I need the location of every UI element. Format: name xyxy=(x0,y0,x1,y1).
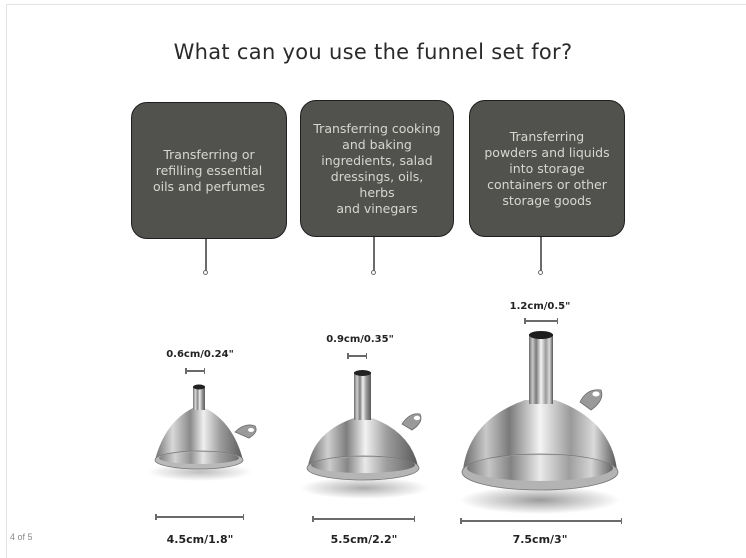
base-label-small: 4.5cm/1.8" xyxy=(166,533,234,546)
funnel-small-image xyxy=(148,384,257,481)
base-rule-large xyxy=(460,518,622,523)
spout-rule-medium xyxy=(347,353,367,358)
slide-counter: 4 of 5 xyxy=(10,532,33,542)
card-line: ingredients, salad xyxy=(321,152,433,168)
spout-rule-small xyxy=(185,368,205,373)
funnel-medium-image xyxy=(300,370,428,499)
use-card-cooking: Transferring cooking and baking ingredie… xyxy=(300,100,454,237)
card-line: Transferring or xyxy=(163,146,255,162)
card-line: containers or other xyxy=(487,176,607,192)
card-line: and vinegars xyxy=(336,200,418,216)
base-label-medium: 5.5cm/2.2" xyxy=(330,533,398,546)
connector-dot xyxy=(538,270,543,275)
card-line: oils and perfumes xyxy=(152,178,266,194)
connector-dot xyxy=(371,270,376,275)
spout-label-small: 0.6cm/0.24" xyxy=(166,349,234,360)
card-line: dressings, oils, herbs xyxy=(330,168,424,200)
connector-line xyxy=(540,237,542,271)
use-card-essential-oils: Transferring or refilling essential oils… xyxy=(131,102,287,239)
spout-label-medium: 0.9cm/0.35" xyxy=(326,334,394,345)
card-line: Transferring cooking xyxy=(313,120,441,136)
base-label-large: 7.5cm/3" xyxy=(512,533,568,546)
spout-rule-large xyxy=(524,318,558,323)
card-line: into storage xyxy=(509,160,585,176)
funnel-large-image xyxy=(460,331,620,514)
base-rule-small xyxy=(155,514,244,519)
connector-dot xyxy=(203,270,208,275)
card-line: powders and liquids xyxy=(484,144,610,160)
card-line: and baking xyxy=(342,136,412,152)
connector-line xyxy=(373,237,375,271)
use-card-storage: Transferring powders and liquids into st… xyxy=(469,100,625,237)
card-line: Transferring xyxy=(509,128,585,144)
page-title: What can you use the funnel set for? xyxy=(173,40,573,64)
spout-label-large: 1.2cm/0.5" xyxy=(509,301,571,312)
connector-line xyxy=(205,239,207,271)
card-line: storage goods xyxy=(502,192,592,208)
base-rule-medium xyxy=(312,516,415,521)
card-line: refilling essential xyxy=(155,162,263,178)
image-frame xyxy=(6,4,746,558)
